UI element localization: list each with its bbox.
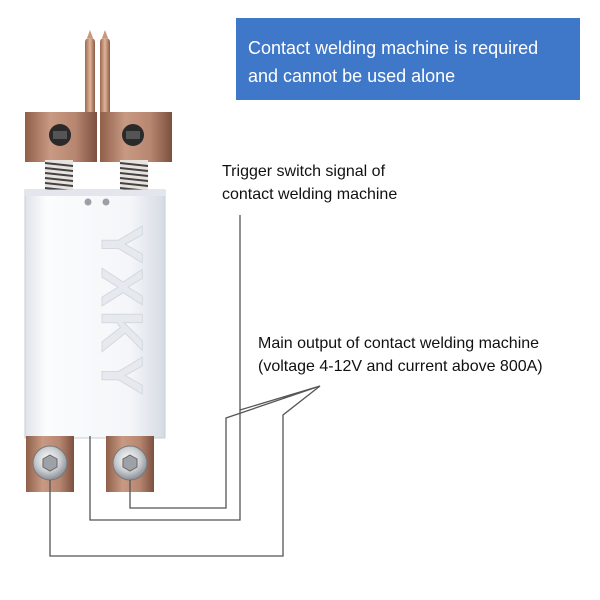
left-electrode-needle: [85, 30, 95, 118]
right-bottom-terminal: [106, 436, 154, 492]
right-spring: [119, 160, 149, 192]
main-output-line-1: Main output of contact welding machine: [258, 335, 540, 352]
trigger-signal-label: Trigger switch signal of contact welding…: [222, 160, 462, 206]
notice-line-2: and cannot be used alone: [248, 66, 456, 86]
main-output-label: Main output of contact welding machine (…: [258, 332, 598, 378]
left-top-clamp: [25, 112, 97, 162]
trigger-label-line-2: contact welding machine: [222, 186, 398, 203]
notice-line-1: Contact welding machine is required: [248, 38, 539, 58]
trigger-label-line-1: Trigger switch signal of: [222, 163, 386, 180]
right-electrode-needle: [100, 30, 110, 118]
main-output-wire: [49, 385, 321, 557]
trigger-signal-wires: [89, 215, 321, 521]
main-output-line-2: (voltage 4-12V and current above 800A): [258, 358, 543, 375]
pen-housing: YXKY: [24, 189, 166, 439]
brand-logo: YXKY: [89, 225, 154, 399]
notice-banner: Contact welding machine is required and …: [236, 18, 580, 100]
left-spring: [44, 160, 74, 192]
right-top-clamp: [100, 112, 172, 162]
